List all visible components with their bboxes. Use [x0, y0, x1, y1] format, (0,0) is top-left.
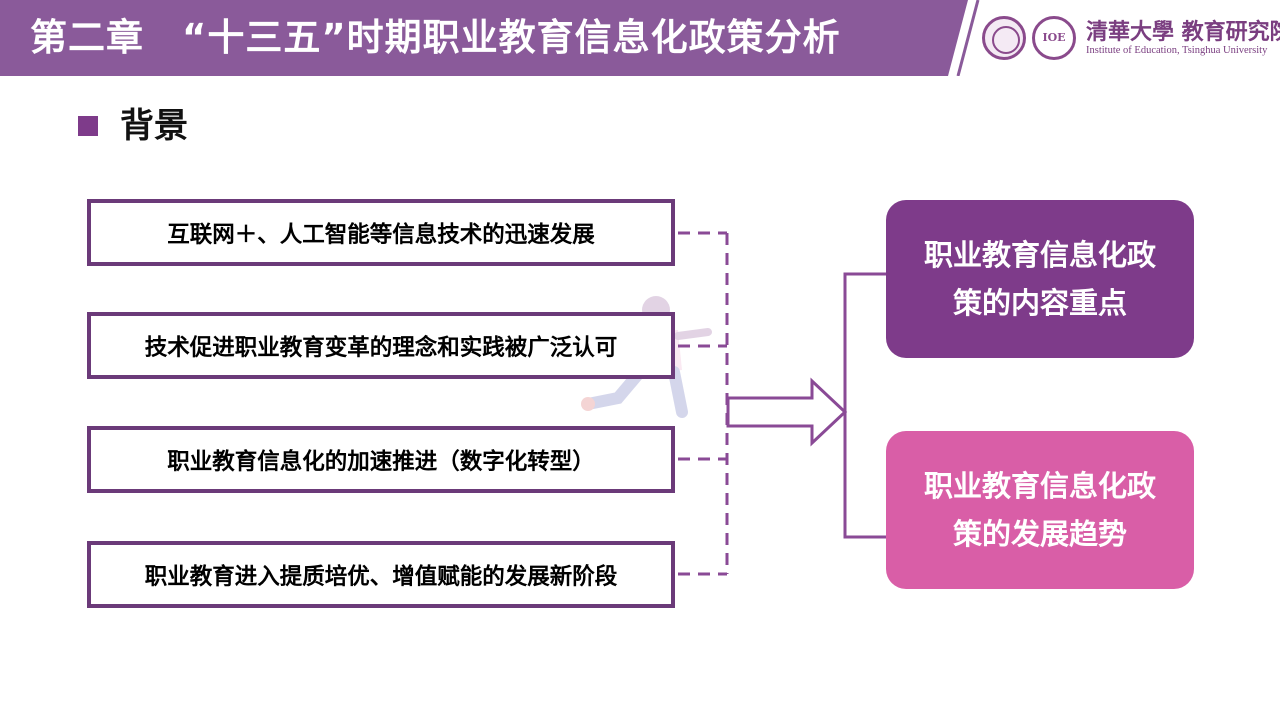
left-item-2: 技术促进职业教育变革的理念和实践被广泛认可: [87, 312, 675, 379]
ioe-seal-text: IOE: [1042, 31, 1066, 44]
tsinghua-seal-icon: [982, 16, 1026, 60]
right-item-line: 策的内容重点: [952, 286, 1127, 320]
section-title: 背景: [120, 106, 188, 146]
left-item-label: 互联网＋、人工智能等信息技术的迅速发展: [167, 221, 595, 248]
university-logo: IOE 清華大學 教育研究院 Institute of Education, T…: [982, 14, 1280, 64]
university-name: 清華大學 教育研究院: [1086, 19, 1280, 45]
right-arrow-icon: [726, 377, 848, 447]
ioe-seal-icon: IOE: [1032, 16, 1076, 60]
left-item-label: 职业教育进入提质培优、增值赋能的发展新阶段: [144, 563, 618, 590]
left-item-label: 职业教育信息化的加速推进（数字化转型）: [167, 448, 595, 475]
right-item-line: 策的发展趋势: [952, 517, 1127, 551]
header-background: [0, 0, 980, 76]
right-item-line: 职业教育信息化政: [923, 469, 1156, 503]
right-item-line: 职业教育信息化政: [923, 238, 1156, 272]
left-item-3: 职业教育信息化的加速推进（数字化转型）: [87, 426, 675, 493]
university-name-en: Institute of Education, Tsinghua Univers…: [1086, 45, 1268, 56]
section-bullet: [78, 116, 98, 136]
right-item-development-trend: 职业教育信息化政 策的发展趋势: [886, 431, 1194, 589]
left-item-label: 技术促进职业教育变革的理念和实践被广泛认可: [144, 334, 618, 361]
header-bar: 第二章 “十三五”时期职业教育信息化政策分析 IOE 清華大學 教育研究院 In…: [0, 0, 1280, 76]
page-title: 第二章 “十三五”时期职业教育信息化政策分析: [30, 16, 841, 59]
left-item-1: 互联网＋、人工智能等信息技术的迅速发展: [87, 199, 675, 266]
left-item-4: 职业教育进入提质培优、增值赋能的发展新阶段: [87, 541, 675, 608]
bracket-connector: [843, 272, 886, 539]
right-item-content-focus: 职业教育信息化政 策的内容重点: [886, 200, 1194, 358]
